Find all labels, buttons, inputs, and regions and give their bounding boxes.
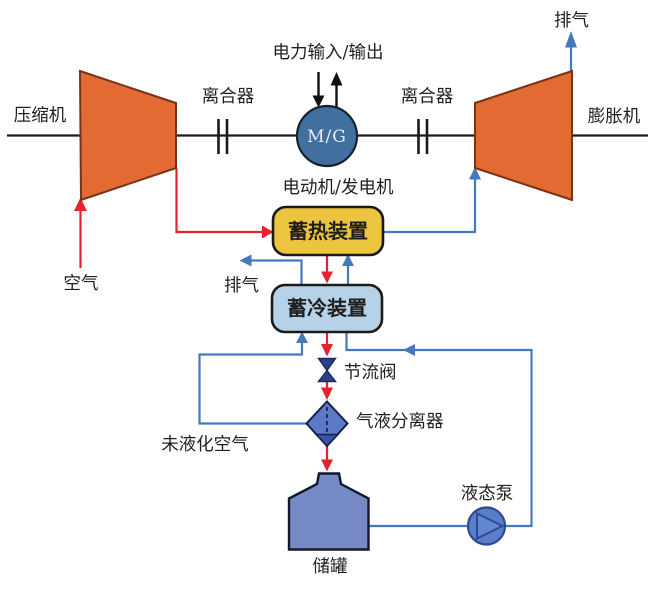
air-inlet-arrow xyxy=(74,197,87,268)
expander-label: 膨胀机 xyxy=(588,107,641,127)
motor-generator-label: 电动机/发电机 xyxy=(283,178,394,198)
separator-label: 气液分离器 xyxy=(356,412,444,432)
unliquefied-air-label: 未液化空气 xyxy=(161,435,249,455)
expander-shape xyxy=(474,69,573,202)
storage-tank-shape xyxy=(287,472,370,551)
power-io-label: 电力输入/输出 xyxy=(273,43,384,63)
clutch-right-label: 离合器 xyxy=(401,87,454,107)
motor-generator-circle xyxy=(295,104,359,168)
motor-generator-abbr-label: M/G xyxy=(307,127,347,147)
hot-flow-compressor-to-heat-storage xyxy=(175,168,274,239)
heat-storage-label: 蓄热装置 xyxy=(288,219,368,243)
hot-flow-cold-storage-to-valve xyxy=(321,332,333,357)
liquid-pump-icon xyxy=(466,506,507,546)
hot-flow-separator-to-tank xyxy=(321,446,333,472)
cold-flow-cold-to-heat-storage xyxy=(342,254,354,285)
compressor-shape xyxy=(78,69,177,202)
power-output-arrow-icon xyxy=(330,72,343,107)
compressor-label: 压缩机 xyxy=(14,106,67,126)
power-input-arrow-icon xyxy=(312,72,325,108)
liquid-pump-label: 液态泵 xyxy=(461,484,514,504)
exhaust-left-label: 排气 xyxy=(224,276,259,296)
storage-tank-label: 储罐 xyxy=(313,557,348,577)
unliquefied-air-return-line xyxy=(198,331,308,425)
expander-exhaust-arrow xyxy=(565,31,577,71)
clutch-left-label: 离合器 xyxy=(202,87,255,107)
throttle-valve-icon xyxy=(317,357,337,383)
cold-flow-heat-storage-to-expander xyxy=(383,167,481,234)
heat-storage-box xyxy=(271,205,385,257)
exhaust-left-arrow xyxy=(239,254,303,285)
separator-icon xyxy=(305,400,349,448)
hot-flow-heat-to-cold-storage xyxy=(321,255,333,284)
clutch-left-icon xyxy=(217,119,229,154)
cold-storage-label: 蓄冷装置 xyxy=(287,296,367,320)
air-inlet-label: 空气 xyxy=(64,274,99,294)
clutch-right-icon xyxy=(417,119,429,154)
hot-flow-valve-to-separator xyxy=(321,382,333,400)
exhaust-top-label: 排气 xyxy=(554,11,589,31)
cold-storage-box xyxy=(270,283,384,334)
throttle-valve-label: 节流阀 xyxy=(344,363,397,383)
